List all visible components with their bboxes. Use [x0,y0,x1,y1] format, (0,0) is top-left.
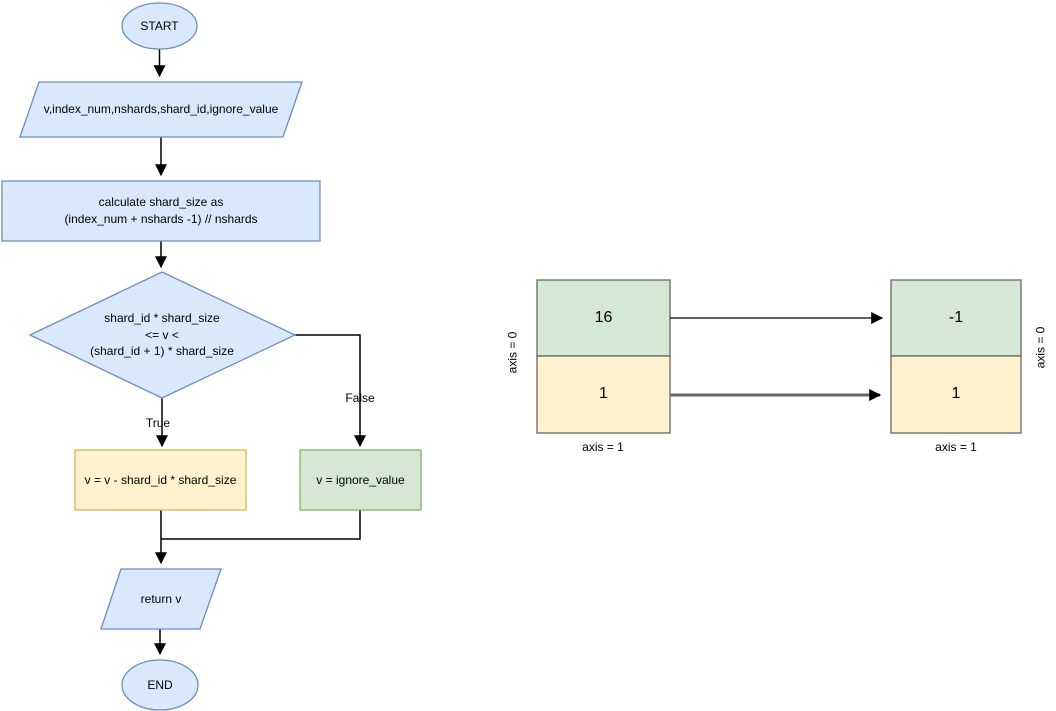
input-node [19,81,303,138]
false-action-node [299,449,422,511]
decision-node [28,271,297,399]
start-node [121,2,198,50]
matrix-left-top-cell [536,279,671,357]
return-node [100,568,222,630]
connector-decision-false [295,334,366,448]
process-node [1,180,321,242]
true-action-node [74,449,247,511]
end-node [121,659,199,711]
matrix-right-top-cell [890,279,1022,357]
matrix-right-bottom-cell [890,355,1022,434]
matrix-left-bottom-cell [536,355,671,434]
connector-false-action-merge [161,510,361,540]
